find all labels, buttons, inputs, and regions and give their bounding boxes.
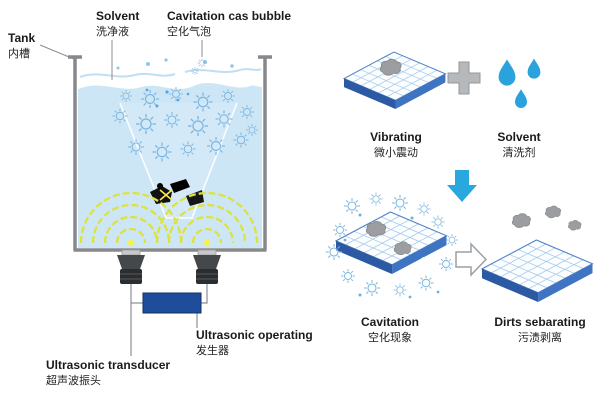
label-vibrating-zh: 微小震动 xyxy=(374,145,418,159)
cavitation-specks xyxy=(343,213,440,299)
label-transducer-zh: 超声波振头 xyxy=(46,373,101,387)
label-pointer-lines xyxy=(39,40,203,80)
wave-source-dot-right xyxy=(203,239,211,247)
label-cavitation-bubble-en: Cavitation cas bubble xyxy=(167,9,291,23)
transducer-left xyxy=(117,249,145,284)
right-arrow-icon xyxy=(455,242,488,277)
label-vibrating-en: Vibrating xyxy=(370,130,422,144)
sparkle-x xyxy=(159,189,173,201)
splash-droplets xyxy=(116,58,234,70)
label-operating-en: Ultrasonic operating xyxy=(196,328,313,342)
transducer-right xyxy=(193,249,221,284)
label-dirts-zh: 污渍剥离 xyxy=(518,330,562,344)
label-solvent-en: Solvent xyxy=(96,9,139,23)
process-diagram: Vibrating 微小震动 Solvent 清洗剂 xyxy=(325,51,594,344)
clean-plate xyxy=(481,239,594,303)
separated-dirt xyxy=(511,205,582,231)
parts-basket xyxy=(119,102,238,219)
label-solvent2-zh: 清洗剂 xyxy=(503,145,536,159)
label-tank-zh: 内槽 xyxy=(8,46,30,60)
label-cavitation-en: Cavitation xyxy=(361,315,419,329)
ultrasonic-generator-box xyxy=(142,292,202,314)
cavitation-plate xyxy=(335,211,448,275)
cavitation-bubbles xyxy=(112,58,259,163)
water-surface-wave-upper2 xyxy=(184,68,262,73)
bubble-on-plate-edge xyxy=(421,257,427,263)
water-surface-wave xyxy=(77,80,263,90)
tank-diagram: Tank 内槽 Solvent 洗净液 Cavitation cas bubbl… xyxy=(8,9,313,387)
cavitation-plate-bubbles xyxy=(325,192,459,299)
ultrasonic-wave-arcs xyxy=(79,191,259,244)
label-operating-zh: 发生器 xyxy=(196,343,229,357)
label-tank-en: Tank xyxy=(8,31,35,45)
water-surface-wave-upper xyxy=(79,72,176,78)
down-arrow-icon xyxy=(447,170,477,202)
tank-walls xyxy=(68,55,272,252)
wave-source-dot-left xyxy=(127,239,135,247)
cleaned-parts xyxy=(150,179,204,206)
label-solvent2-en: Solvent xyxy=(497,130,540,144)
wires xyxy=(130,284,208,356)
bubble-specks xyxy=(145,88,190,108)
label-solvent-zh: 洗净液 xyxy=(96,24,129,38)
solvent-drops xyxy=(498,58,541,108)
label-dirts-en: Dirts sebarating xyxy=(494,315,585,329)
label-cavitation-zh: 空化现象 xyxy=(368,330,412,344)
label-cavitation-bubble-zh: 空化气泡 xyxy=(167,24,211,38)
plus-icon xyxy=(447,61,481,95)
label-transducer-en: Ultrasonic transducer xyxy=(46,358,170,372)
